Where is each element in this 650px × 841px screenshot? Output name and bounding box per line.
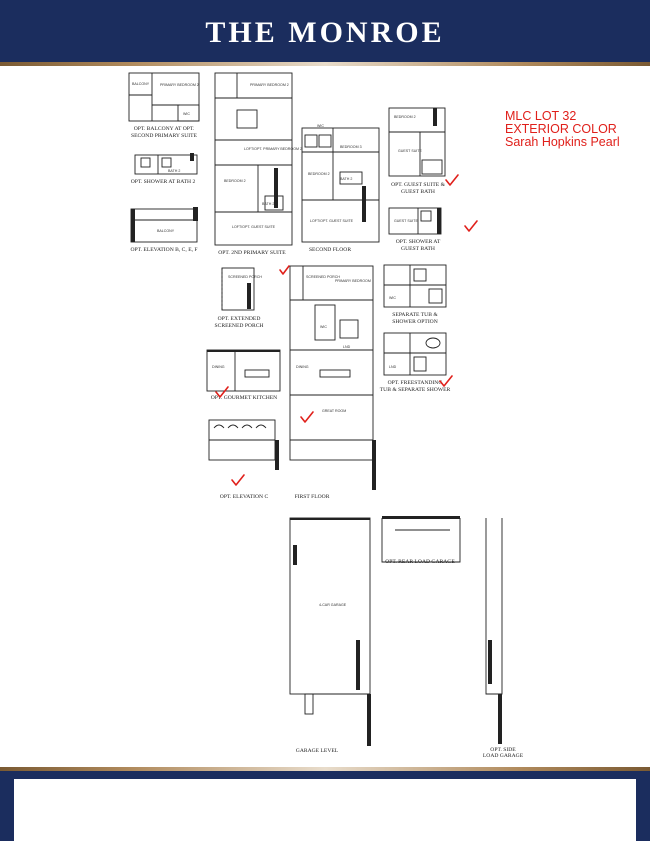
caption: GARAGE LEVEL: [296, 748, 339, 754]
caption: OPT. SHOWER AT BATH 2: [131, 179, 196, 185]
bottom-gold-rule: [0, 767, 650, 771]
caption: SCREENED PORCH: [215, 323, 264, 329]
caption: OPT. EXTENDED: [218, 316, 261, 322]
room-label: LOFT/OPT. GUEST SUITE: [310, 219, 354, 223]
plan-opt-balcony: PRIMARY BEDROOM 2 BALCONY WIC OPT. BALCO…: [128, 72, 200, 139]
plan-opt-2nd-primary-suite: PRIMARY BEDROOM 2 LOFT/OPT. PRIMARY BEDR…: [214, 72, 302, 256]
plan-opt-guest-suite: BEDROOM 2 GUEST SUITE OPT. GUEST SUITE &…: [388, 107, 446, 195]
room-label: GREAT ROOM: [322, 409, 346, 413]
room-label: BEDROOM 3: [340, 145, 362, 149]
footer-panel: [14, 779, 636, 841]
plan-second-floor: WIC BEDROOM 3 BEDROOM 2 BATH 2 LOFT/OPT.…: [301, 124, 380, 253]
lot-note: MLC LOT 32 EXTERIOR COLOR Sarah Hopkins …: [505, 110, 620, 149]
caption: SECOND FLOOR: [309, 247, 351, 253]
caption: OPT. GUEST SUITE &: [391, 182, 446, 188]
room-label: 4-CAR GARAGE: [319, 603, 347, 607]
room-label: BATH 2: [262, 202, 274, 206]
caption: SEPARATE TUB &: [392, 312, 438, 318]
room-label: WIC: [389, 296, 396, 300]
plan-opt-gourmet-kitchen: DINING OPT. GOURMET KITCHEN: [206, 349, 281, 401]
caption: FIRST FLOOR: [295, 494, 330, 500]
plan-opt-screened-porch: SCREENED PORCH OPT. EXTENDED SCREENED PO…: [215, 267, 264, 329]
caption: LOAD GARAGE: [483, 753, 524, 759]
room-label: BALCONY: [132, 82, 150, 86]
checkmark-icon: [231, 474, 245, 486]
room-label: GUEST SUITE: [394, 219, 418, 223]
checkmark-icon: [439, 375, 453, 387]
room-label: DINING: [212, 365, 225, 369]
caption: OPT. FREESTANDING: [388, 380, 443, 386]
title-banner: THE MONROE: [0, 0, 650, 62]
caption: OPT. GOURMET KITCHEN: [211, 395, 277, 401]
checkmark-icon: [215, 386, 229, 398]
caption: OPT. 2ND PRIMARY SUITE: [218, 250, 286, 256]
plan-garage-level: 4-CAR GARAGE GARAGE LEVEL: [289, 517, 371, 754]
plan-opt-shower-bath2: BATH 2 OPT. SHOWER AT BATH 2: [131, 153, 198, 185]
caption: OPT. SIDE: [490, 747, 516, 753]
caption: SECOND PRIMARY SUITE: [131, 133, 198, 139]
caption: OPT. SHOWER AT: [396, 239, 441, 245]
room-label: BEDROOM 2: [224, 179, 246, 183]
plan-first-floor: SCREENED PORCH PRIMARY BEDROOM WIC LND D…: [289, 265, 376, 500]
caption: TUB & SEPARATE SHOWER: [380, 387, 451, 393]
checkmark-icon: [464, 220, 478, 232]
plan-separate-tub: WIC SEPARATE TUB & SHOWER OPTION: [383, 264, 447, 325]
plan-opt-rear-load: OPT. REAR LOAD GARAGE: [381, 516, 461, 565]
checkmark-icon: [279, 265, 290, 275]
page-title: THE MONROE: [205, 16, 445, 49]
room-label: BEDROOM 2: [308, 172, 330, 176]
caption: OPT. REAR LOAD GARAGE: [385, 559, 455, 565]
room-label: SCREENED PORCH: [228, 275, 262, 279]
plan-opt-side-load: OPT. SIDE LOAD GARAGE: [483, 518, 524, 759]
room-label: LOFT/OPT. PRIMARY BEDROOM 2: [244, 147, 302, 151]
room-label: PRIMARY BEDROOM: [335, 279, 371, 283]
top-gold-rule: [0, 62, 650, 66]
caption: OPT. BALCONY AT OPT.: [134, 126, 195, 132]
caption: SHOWER OPTION: [392, 319, 438, 325]
room-label: GUEST SUITE: [398, 149, 422, 153]
lot-number: MLC LOT 32: [505, 109, 577, 123]
exterior-color-value: Sarah Hopkins Pearl: [505, 135, 620, 149]
room-label: DINING: [296, 365, 309, 369]
room-label: WIC: [317, 124, 324, 128]
exterior-color-label: EXTERIOR COLOR: [505, 122, 617, 136]
caption: GUEST BATH: [401, 246, 435, 252]
room-label: SCREENED PORCH: [306, 275, 340, 279]
room-label: PRIMARY BEDROOM 2: [160, 83, 199, 87]
plan-opt-elevation-c: OPT. ELEVATION C: [208, 419, 279, 500]
room-label: PRIMARY BEDROOM 2: [250, 83, 289, 87]
room-label: BATH 2: [168, 169, 180, 173]
caption: GUEST BATH: [401, 189, 435, 195]
caption: OPT. ELEVATION C: [220, 494, 269, 500]
room-label: LND: [343, 345, 351, 349]
room-label: LOFT/OPT. GUEST SUITE: [232, 225, 276, 229]
checkmark-icon: [445, 174, 459, 186]
room-label: BALCONY: [157, 229, 175, 233]
room-label: BEDROOM 2: [394, 115, 416, 119]
plan-opt-elevation-bcef: BALCONY OPT. ELEVATION B, C, E, F: [130, 207, 198, 253]
checkmark-icon: [300, 411, 314, 423]
room-label: BATH 2: [340, 177, 352, 181]
plan-opt-freestanding-tub: LND OPT. FREESTANDING TUB & SEPARATE SHO…: [380, 332, 451, 393]
caption: OPT. ELEVATION B, C, E, F: [130, 247, 197, 253]
plan-opt-shower-guest: GUEST SUITE OPT. SHOWER AT GUEST BATH: [388, 207, 442, 252]
room-label: LND: [389, 365, 397, 369]
room-label: WIC: [320, 325, 327, 329]
room-label: WIC: [183, 112, 190, 116]
